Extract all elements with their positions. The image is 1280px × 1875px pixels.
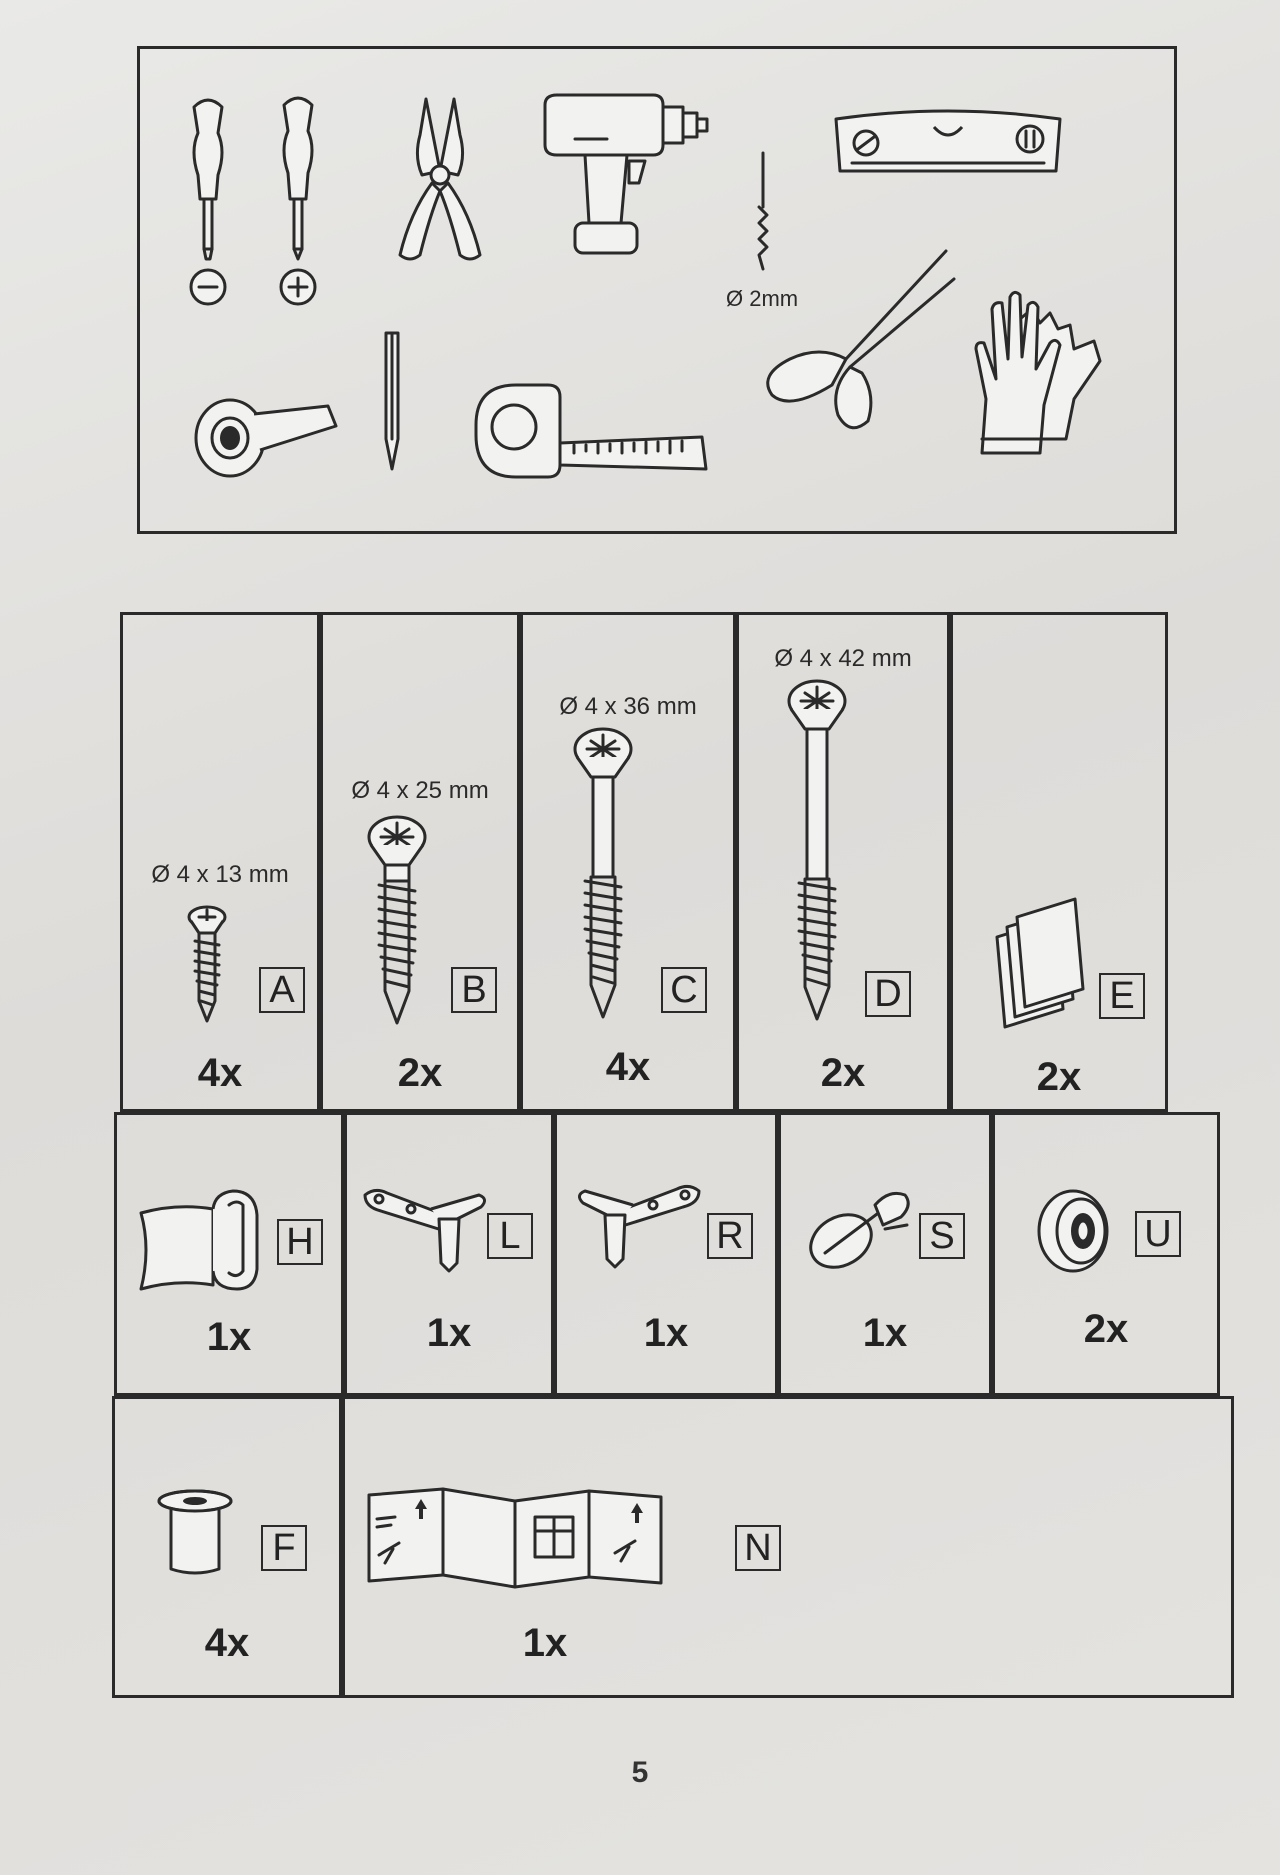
flathead-screwdriver-icon <box>178 95 238 315</box>
clip-icon <box>805 1185 915 1275</box>
bumper-icon <box>1033 1187 1123 1277</box>
part-letter: E <box>1099 973 1145 1019</box>
part-letter: C <box>661 967 707 1013</box>
part-letter: N <box>735 1525 781 1571</box>
part-letter: A <box>259 967 305 1013</box>
part-letter: H <box>277 1219 323 1265</box>
pad-pair-icon <box>993 891 1093 1031</box>
required-tools-panel: Ø 2mm <box>137 46 1177 534</box>
adhesive-tape-icon <box>190 394 340 484</box>
part-cell-n: N 1x <box>342 1396 1234 1698</box>
tape-measure-icon <box>470 379 720 489</box>
part-cell-b: Ø 4 x 25 mm B 2x <box>320 612 520 1112</box>
part-spec: Ø 4 x 13 mm <box>151 861 289 888</box>
part-quantity: 4x <box>204 1621 250 1665</box>
part-cell-a: Ø 4 x 13 mm A 4x <box>120 612 320 1112</box>
parts-list: Ø 4 x 13 mm A 4x Ø 4 x 25 mm <box>112 600 1234 1700</box>
part-spec: Ø 4 x 42 mm <box>774 645 912 672</box>
right-bracket-icon <box>573 1181 703 1271</box>
cordless-drill-icon <box>535 91 735 261</box>
part-quantity: 1x <box>643 1311 689 1355</box>
part-quantity: 4x <box>605 1045 651 1089</box>
part-quantity: 2x <box>1036 1055 1082 1099</box>
part-letter: R <box>707 1213 753 1259</box>
part-quantity: 2x <box>820 1051 866 1095</box>
part-quantity: 1x <box>426 1311 472 1355</box>
part-cell-l: L 1x <box>344 1112 554 1396</box>
part-letter: F <box>261 1525 307 1571</box>
part-quantity: 4x <box>197 1051 243 1095</box>
part-quantity: 1x <box>206 1315 252 1359</box>
phillips-screwdriver-icon <box>268 91 328 315</box>
part-letter: B <box>451 967 497 1013</box>
gloves-icon <box>970 289 1110 469</box>
part-cell-e: E 2x <box>950 612 1168 1112</box>
screw-icon <box>787 679 847 1029</box>
template-sheet-icon <box>365 1479 665 1589</box>
drill-bit-icon <box>753 151 773 271</box>
part-letter: S <box>919 1213 965 1259</box>
part-cell-d: Ø 4 x 42 mm D 2x <box>736 612 950 1112</box>
part-quantity: 1x <box>522 1621 568 1665</box>
part-cell-r: R 1x <box>554 1112 778 1396</box>
scissors-icon <box>750 249 960 439</box>
page-number: 5 <box>631 1756 649 1789</box>
spirit-level-icon <box>830 109 1066 179</box>
part-letter: L <box>487 1213 533 1259</box>
left-bracket-icon <box>361 1185 491 1275</box>
screw-icon <box>573 727 633 1027</box>
pliers-icon <box>390 95 490 265</box>
pencil-icon <box>380 329 404 479</box>
part-spec: Ø 4 x 36 mm <box>559 693 697 720</box>
part-quantity: 2x <box>397 1051 443 1095</box>
part-quantity: 2x <box>1083 1307 1129 1351</box>
screw-icon <box>187 905 227 1025</box>
tape-strip-icon <box>137 1185 267 1295</box>
part-letter: U <box>1135 1211 1181 1257</box>
part-quantity: 1x <box>862 1311 908 1355</box>
part-spec: Ø 4 x 25 mm <box>351 777 489 804</box>
part-cell-u: U 2x <box>992 1112 1220 1396</box>
part-cell-c: Ø 4 x 36 mm C 4x <box>520 612 736 1112</box>
part-letter: D <box>865 971 911 1017</box>
part-cell-h: H 1x <box>114 1112 344 1396</box>
sleeve-icon <box>155 1487 235 1577</box>
part-cell-s: S 1x <box>778 1112 992 1396</box>
screw-icon <box>367 815 427 1035</box>
part-cell-f: F 4x <box>112 1396 342 1698</box>
drill-bit-size: Ø 2mm <box>726 286 799 311</box>
